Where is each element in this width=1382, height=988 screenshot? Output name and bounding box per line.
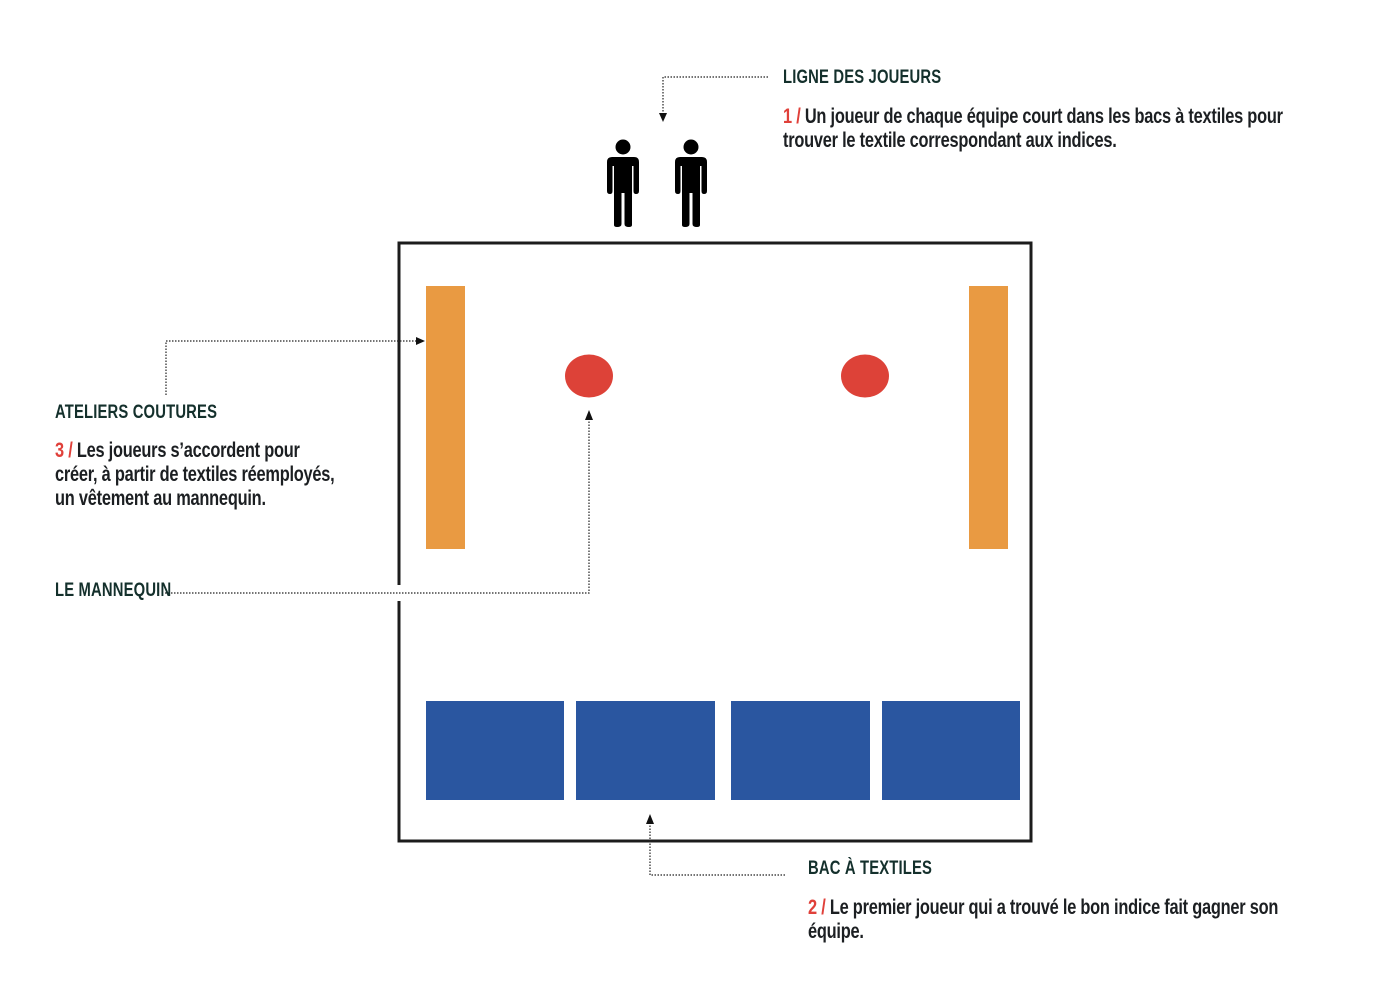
arrow-head-icon <box>659 113 667 122</box>
field-border <box>397 241 1033 843</box>
player-icon <box>607 139 639 227</box>
step-number: 2 / <box>808 896 826 919</box>
pointer-ateliers <box>165 340 418 395</box>
pointer-bac <box>649 822 785 876</box>
text-line: Le premier joueur qui a trouvé le bon in… <box>829 896 1279 919</box>
players-heading: LIGNE DES JOUEURS <box>783 67 942 88</box>
atelier-right <box>969 286 1008 549</box>
textile-bin-2 <box>576 701 715 800</box>
text-line: Les joueurs s’accordent pour <box>76 439 300 462</box>
pointer-mannequin <box>165 418 590 594</box>
mannequin-right <box>841 354 889 398</box>
textile-bin-3 <box>731 701 870 800</box>
text-line: Un joueur de chaque équipe court dans le… <box>804 105 1283 128</box>
players-description: 1 / Un joueur de chaque équipe court dan… <box>783 105 1283 153</box>
arrow-head-icon <box>646 814 654 824</box>
bac-heading: BAC À TEXTILES <box>808 858 933 879</box>
mannequin-left <box>565 354 613 398</box>
text-line: équipe. <box>808 920 864 943</box>
arrow-head-icon <box>416 337 425 345</box>
textile-bin-4 <box>882 701 1020 800</box>
mannequin-heading: LE MANNEQUIN <box>55 580 172 601</box>
pointer-players <box>662 76 768 114</box>
bac-description: 2 / Le premier joueur qui a trouvé le bo… <box>808 896 1278 944</box>
text-line: un vêtement au mannequin. <box>55 487 266 510</box>
atelier-left <box>426 286 465 549</box>
player-icon <box>675 139 707 227</box>
step-number: 1 / <box>783 105 801 128</box>
ateliers-heading: ATELIERS COUTURES <box>55 402 218 423</box>
text-line: créer, à partir de textiles réemployés, <box>55 463 335 486</box>
ateliers-description: 3 / Les joueurs s’accordent pour créer, … <box>55 439 335 511</box>
step-number: 3 / <box>55 439 73 462</box>
text-line: trouver le textile correspondant aux ind… <box>783 129 1117 152</box>
textile-bin-1 <box>426 701 564 800</box>
arrow-head-icon <box>585 410 593 420</box>
